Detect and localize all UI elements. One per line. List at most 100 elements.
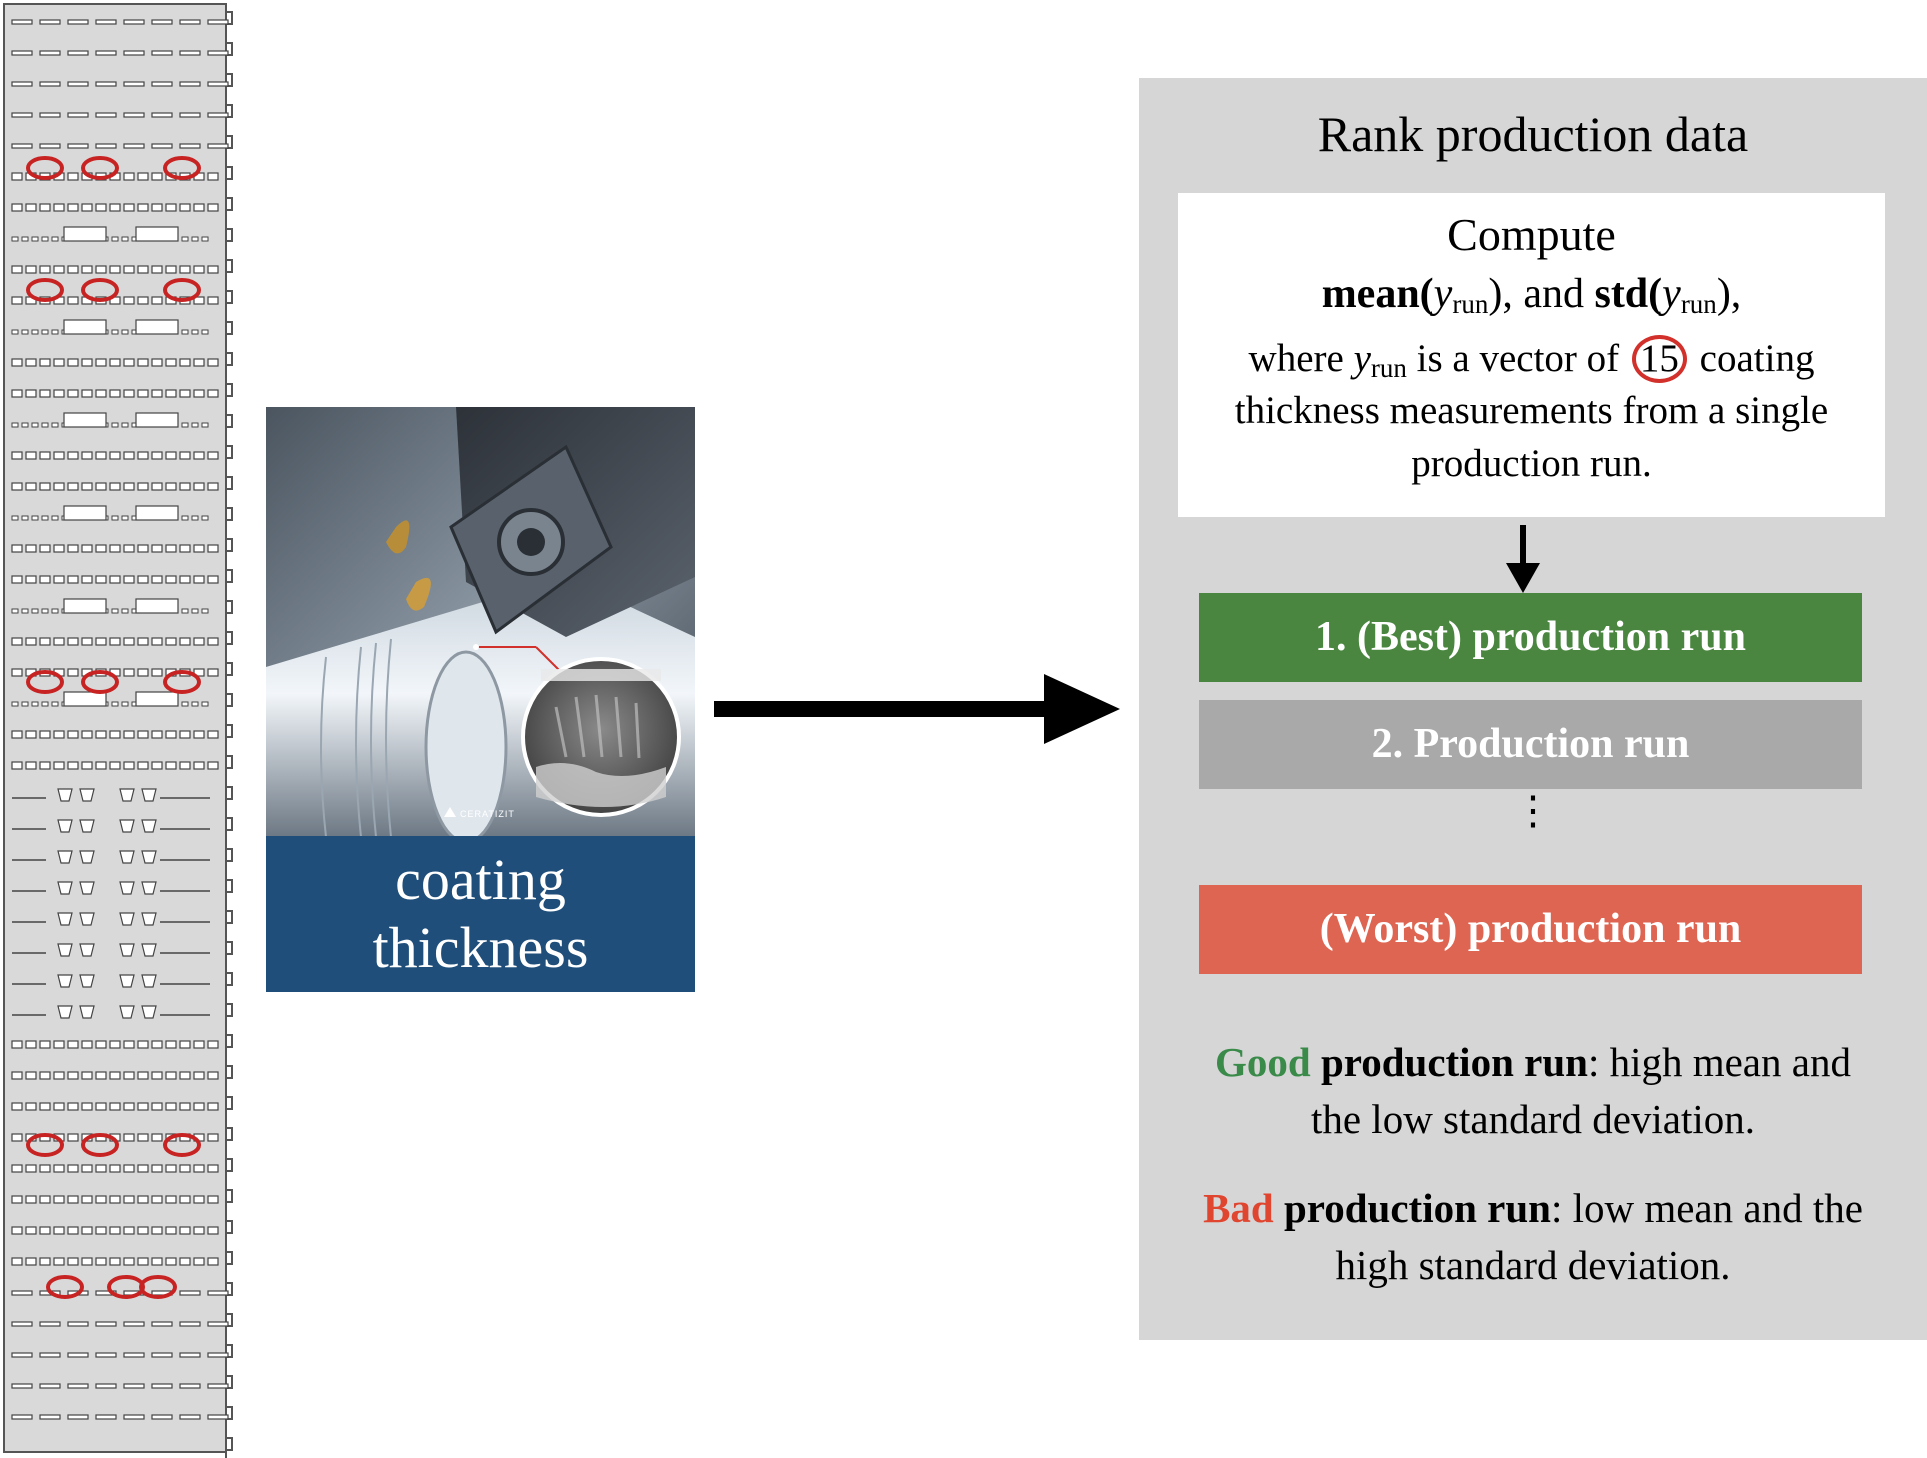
measurement-marker	[26, 278, 64, 302]
strip-body	[3, 3, 227, 1453]
strip-row	[11, 637, 219, 646]
photo-caption: coating thickness	[266, 836, 695, 992]
bad-rest: : low mean and the	[1550, 1185, 1863, 1231]
strip-row	[12, 788, 210, 802]
caption-line-1: coating	[395, 847, 566, 912]
strip-row	[11, 1071, 219, 1080]
strip-row	[12, 1005, 210, 1019]
strip-row	[11, 1040, 219, 1049]
ceratizit-logo: CERATIZIT	[460, 809, 515, 819]
measurement-marker	[139, 1275, 177, 1299]
measurement-marker	[26, 670, 64, 694]
strip-row	[11, 1383, 229, 1389]
rank-ellipsis: ⋮	[1513, 788, 1553, 833]
strip-row	[12, 819, 210, 833]
strip-row	[11, 19, 229, 25]
measurement-marker	[81, 278, 119, 302]
compute-formula: mean(yrun), and std(yrun),	[1178, 268, 1885, 330]
strip-row	[11, 1352, 229, 1358]
strip-row	[12, 974, 210, 988]
bad-bold: production run	[1273, 1185, 1551, 1231]
main-flow-arrow	[714, 674, 1120, 744]
strip-row	[11, 598, 209, 614]
strip-row	[11, 319, 209, 335]
strip-row	[11, 358, 219, 367]
strip-row	[11, 482, 219, 491]
strip-row	[11, 730, 219, 739]
strip-row	[11, 203, 219, 212]
mean-label: mean(	[1321, 271, 1434, 317]
caption-line-2: thickness	[372, 915, 589, 980]
strip-row	[11, 412, 209, 428]
strip-row	[11, 50, 229, 56]
rank-second-bar: 2. Production run	[1199, 700, 1862, 789]
strip-row	[11, 389, 219, 398]
compute-box: Compute mean(yrun), and std(yrun), where…	[1178, 193, 1885, 517]
cutting-tool-photo: CERATIZIT	[266, 407, 695, 844]
bad-definition-line-1: Bad production run: low mean and the	[1139, 1180, 1927, 1236]
rank-best-bar: 1. (Best) production run	[1199, 593, 1862, 682]
formula-end: ),	[1716, 271, 1742, 317]
good-bold: production run	[1310, 1039, 1588, 1085]
measurement-marker	[163, 156, 201, 180]
measurement-marker	[46, 1275, 84, 1299]
compute-title: Compute	[1447, 209, 1616, 260]
compute-desc-line-2: thickness measurements from a single	[1234, 389, 1829, 432]
strip-row	[12, 943, 210, 957]
y-var: y	[1433, 271, 1453, 317]
good-rest: : high mean and	[1587, 1039, 1851, 1085]
desc-where: where	[1248, 337, 1354, 380]
strip-row	[11, 265, 219, 274]
strip-row	[11, 226, 209, 242]
bad-word: Bad	[1203, 1185, 1274, 1231]
strip-row	[12, 850, 210, 864]
strip-row	[11, 1257, 219, 1266]
compute-desc-line-1: where yrun is a vector of 15 coating	[1178, 335, 1885, 392]
strip-row	[12, 912, 210, 926]
strip-row	[11, 1195, 219, 1204]
strip-row	[11, 112, 229, 118]
rank-panel: Rank production data Compute mean(yrun),…	[1139, 78, 1927, 1340]
y-var-2: y	[1662, 271, 1681, 317]
strip-row	[11, 1102, 219, 1111]
strip-row	[11, 451, 219, 460]
strip-row	[11, 691, 209, 707]
down-arrow	[1506, 525, 1540, 593]
desc-coating: coating	[1689, 337, 1815, 380]
rank-worst-bar: (Worst) production run	[1199, 885, 1862, 974]
measurement-marker	[26, 1133, 64, 1157]
compute-desc-line-3: production run.	[1411, 442, 1652, 485]
y-sub-2: run	[1680, 289, 1717, 319]
strip-row	[11, 575, 219, 584]
y-var-3: y	[1353, 337, 1371, 380]
measurement-marker	[81, 1133, 119, 1157]
strip-row	[11, 1414, 229, 1420]
strip-row	[12, 881, 210, 895]
formula-mid: ), and	[1488, 271, 1595, 317]
measurement-marker	[163, 278, 201, 302]
strip-row	[11, 544, 219, 553]
good-word: Good	[1215, 1039, 1311, 1085]
measurement-count: 15	[1631, 335, 1687, 383]
strip-row	[11, 505, 209, 521]
good-definition-line-2: the low standard deviation.	[1310, 1096, 1756, 1142]
measurement-marker	[26, 156, 64, 180]
strip-row	[11, 1321, 229, 1327]
good-definition-line-1: Good production run: high mean and	[1139, 1034, 1927, 1090]
strip-row	[11, 1226, 219, 1235]
measurement-marker	[163, 1133, 201, 1157]
strip-row	[11, 1164, 219, 1173]
y-sub: run	[1452, 289, 1489, 319]
measurement-marker	[81, 670, 119, 694]
insert-strip-diagram	[3, 3, 233, 1458]
strip-row	[11, 761, 219, 770]
strip-row	[11, 81, 229, 87]
measurement-marker	[163, 670, 201, 694]
strip-edge	[225, 4, 233, 1458]
y-sub-3: run	[1370, 353, 1407, 383]
panel-title: Rank production data	[1317, 106, 1749, 162]
desc-vector: is a vector of	[1406, 337, 1629, 380]
strip-row	[11, 143, 229, 149]
bad-definition-line-2: high standard deviation.	[1335, 1242, 1731, 1288]
measurement-marker	[81, 156, 119, 180]
